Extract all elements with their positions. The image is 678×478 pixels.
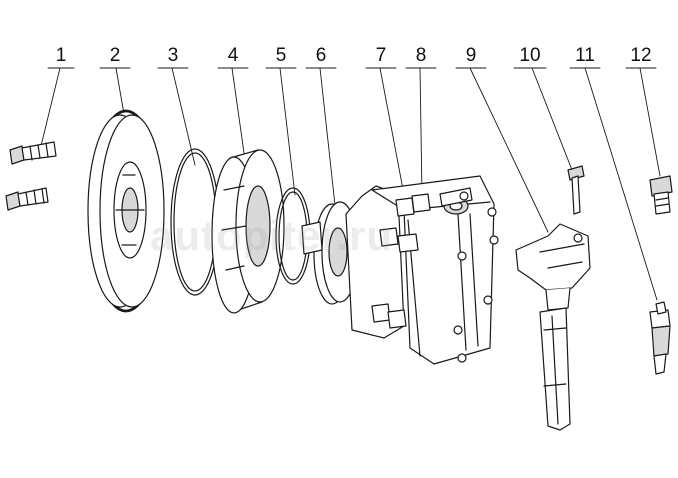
part-9-angle-drive (515, 223, 591, 431)
callout-1: 1 (55, 45, 67, 66)
housing-bolts (371, 193, 499, 363)
housing-assembly (345, 175, 499, 365)
callout-7: 7 (375, 45, 387, 66)
callout-11: 11 (575, 45, 595, 66)
callout-6: 6 (315, 45, 327, 66)
watermark-text: autopiter.ru (150, 212, 394, 259)
part-2-gear (87, 109, 165, 313)
part-11-sensor (649, 301, 671, 375)
callout-10: 10 (519, 45, 541, 66)
callout-8: 8 (415, 45, 427, 66)
callout-4: 4 (227, 45, 239, 66)
leader-lines (39, 67, 661, 301)
callout-3: 3 (167, 45, 179, 66)
callout-12: 12 (630, 45, 652, 66)
part-12-bolt (649, 175, 673, 215)
callout-2: 2 (109, 45, 121, 66)
part-4-disc (211, 149, 285, 314)
callout-9: 9 (465, 45, 477, 66)
callout-5: 5 (275, 45, 287, 66)
part-1-bolts (5, 141, 57, 211)
part-10-pin (567, 165, 585, 215)
